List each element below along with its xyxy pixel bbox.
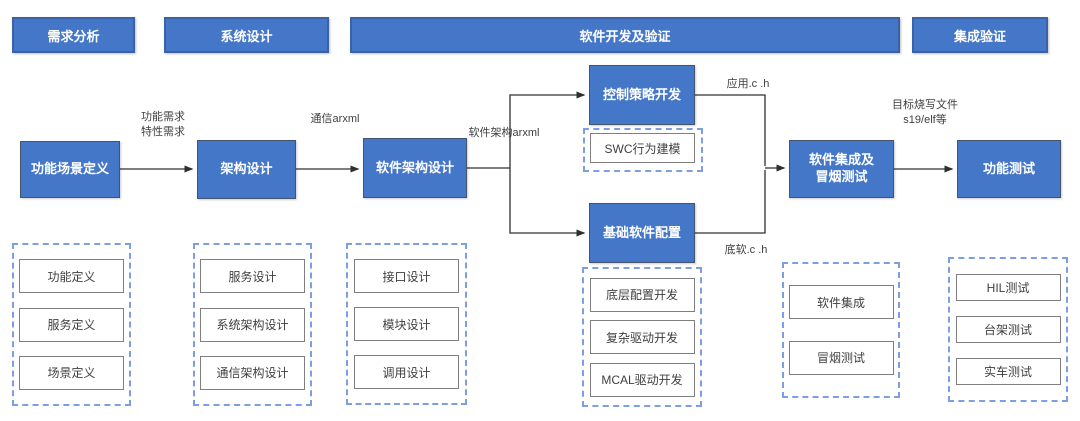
phase-bar-integration-verification: 集成验证	[912, 17, 1048, 53]
node-function-scene-definition: 功能场景定义	[20, 141, 120, 198]
column-integration-smoke-items: 软件集成 冒烟测试	[782, 262, 900, 398]
phase-bar-system-design: 系统设计	[164, 17, 329, 53]
column-item: 软件集成	[788, 285, 894, 320]
node-control-strategy-dev: 控制策略开发	[589, 65, 695, 125]
column-item: 接口设计	[354, 259, 459, 293]
node-architecture-design: 架构设计	[197, 140, 296, 199]
edge-label-requirements: 功能需求 特性需求	[141, 111, 185, 138]
edge-label-bsw-files: 底软.c .h	[724, 244, 768, 256]
column-function-test-items: HIL测试 台架测试 实车测试	[948, 257, 1068, 402]
swc-behavior-modeling-box: SWC行为建模	[590, 133, 695, 163]
edge-label-app-files: 应用.c .h	[726, 78, 770, 90]
edge-label-target-files: 目标烧写文件 s19/elf等	[892, 99, 958, 126]
column-scene-definition-items: 功能定义 服务定义 场景定义	[12, 243, 131, 406]
column-item: 底层配置开发	[589, 277, 695, 312]
column-item: 系统架构设计	[200, 307, 305, 342]
column-item: HIL测试	[955, 274, 1061, 301]
node-integration-smoke-test: 软件集成及 冒烟测试	[789, 140, 894, 198]
column-item: 场景定义	[19, 355, 124, 390]
edge-label-comm-arxml: 通信arxml	[310, 113, 360, 125]
phase-bar-requirements-analysis: 需求分析	[12, 17, 135, 53]
column-item: 模块设计	[354, 307, 459, 341]
node-software-architecture-design: 软件架构设计	[363, 138, 467, 198]
swc-dashed-group	[583, 128, 703, 172]
column-item: MCAL驱动开发	[589, 362, 695, 397]
column-item: 台架测试	[955, 316, 1061, 343]
column-item: 服务设计	[200, 259, 305, 294]
column-architecture-design-items: 服务设计 系统架构设计 通信架构设计	[193, 243, 312, 406]
phase-bar-software-dev-verification: 软件开发及验证	[350, 17, 900, 53]
column-item: 功能定义	[19, 259, 124, 294]
node-basic-software-config: 基础软件配置	[589, 203, 695, 263]
column-item: 服务定义	[19, 307, 124, 342]
edge-label-sw-arch-arxml: 软件架构arxml	[468, 127, 540, 139]
column-item: 复杂驱动开发	[589, 320, 695, 354]
column-item: 实车测试	[955, 358, 1061, 385]
column-software-architecture-items: 接口设计 模块设计 调用设计	[346, 243, 467, 405]
column-item: 调用设计	[354, 355, 459, 389]
column-basic-software-items: 底层配置开发 复杂驱动开发 MCAL驱动开发	[582, 267, 702, 407]
node-function-test: 功能测试	[957, 140, 1061, 198]
column-item: 冒烟测试	[788, 340, 894, 375]
column-item: 通信架构设计	[200, 355, 305, 390]
